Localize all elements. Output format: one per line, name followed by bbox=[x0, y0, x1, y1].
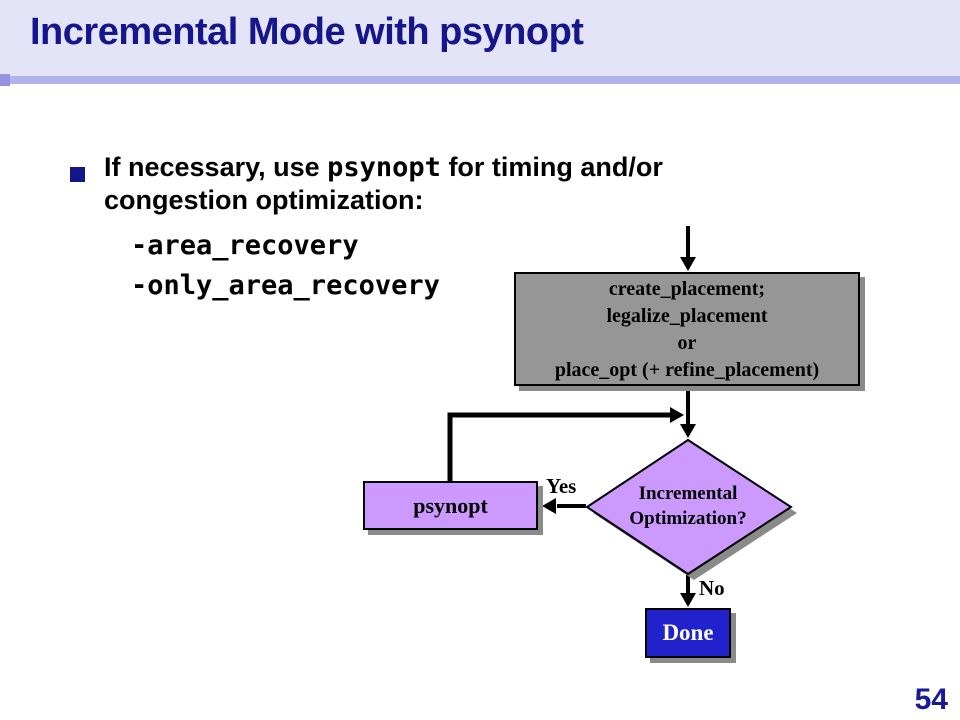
bullet-line-1: If necessary, use psynopt for timing and… bbox=[104, 151, 804, 184]
bullet-line1-before: If necessary, use bbox=[104, 152, 328, 182]
no-arrow-head bbox=[680, 593, 696, 607]
psynopt-box: psynopt bbox=[363, 481, 538, 530]
page-number: 54 bbox=[914, 683, 948, 716]
placement-box-line-3: or bbox=[677, 332, 697, 354]
header-divider-accent bbox=[0, 74, 10, 86]
decision-label: Incremental Optimization? bbox=[603, 481, 773, 531]
bullet-line-2: congestion optimization: bbox=[104, 185, 424, 215]
feedback-loop-line bbox=[447, 412, 670, 481]
placement-box-line-1: create_placement; bbox=[608, 278, 766, 300]
bullet-line1-after: for timing and/or bbox=[440, 152, 663, 182]
entry-arrow-head bbox=[680, 257, 696, 271]
yes-edge-label: Yes bbox=[546, 474, 577, 498]
placement-box-line-2: legalize_placement bbox=[606, 305, 768, 327]
bullet-marker bbox=[70, 167, 85, 182]
option-only-area-recovery: -only_area_recovery bbox=[131, 270, 440, 301]
decision-label-line-1: Incremental bbox=[638, 483, 738, 504]
feedback-arrow-head bbox=[670, 407, 684, 423]
yes-arrow-head bbox=[542, 498, 556, 514]
done-box: Done bbox=[645, 608, 731, 658]
header-divider bbox=[0, 76, 960, 84]
decision-label-line-2: Optimization? bbox=[629, 508, 747, 529]
no-edge-label: No bbox=[699, 576, 725, 600]
option-area-recovery: -area_recovery bbox=[131, 230, 359, 261]
page-title: Incremental Mode with psynopt bbox=[30, 11, 584, 53]
header-band bbox=[0, 0, 960, 76]
bullet-line1-code: psynopt bbox=[327, 152, 441, 183]
placement-box: create_placement; legalize_placement or … bbox=[514, 272, 860, 386]
box-to-decision-arrow-head bbox=[680, 424, 696, 438]
placement-box-line-4: place_opt (+ refine_placement) bbox=[554, 359, 820, 381]
bullet-text: If necessary, use psynopt for timing and… bbox=[104, 151, 804, 217]
option-list: -area_recovery -only_area_recovery bbox=[131, 226, 440, 306]
